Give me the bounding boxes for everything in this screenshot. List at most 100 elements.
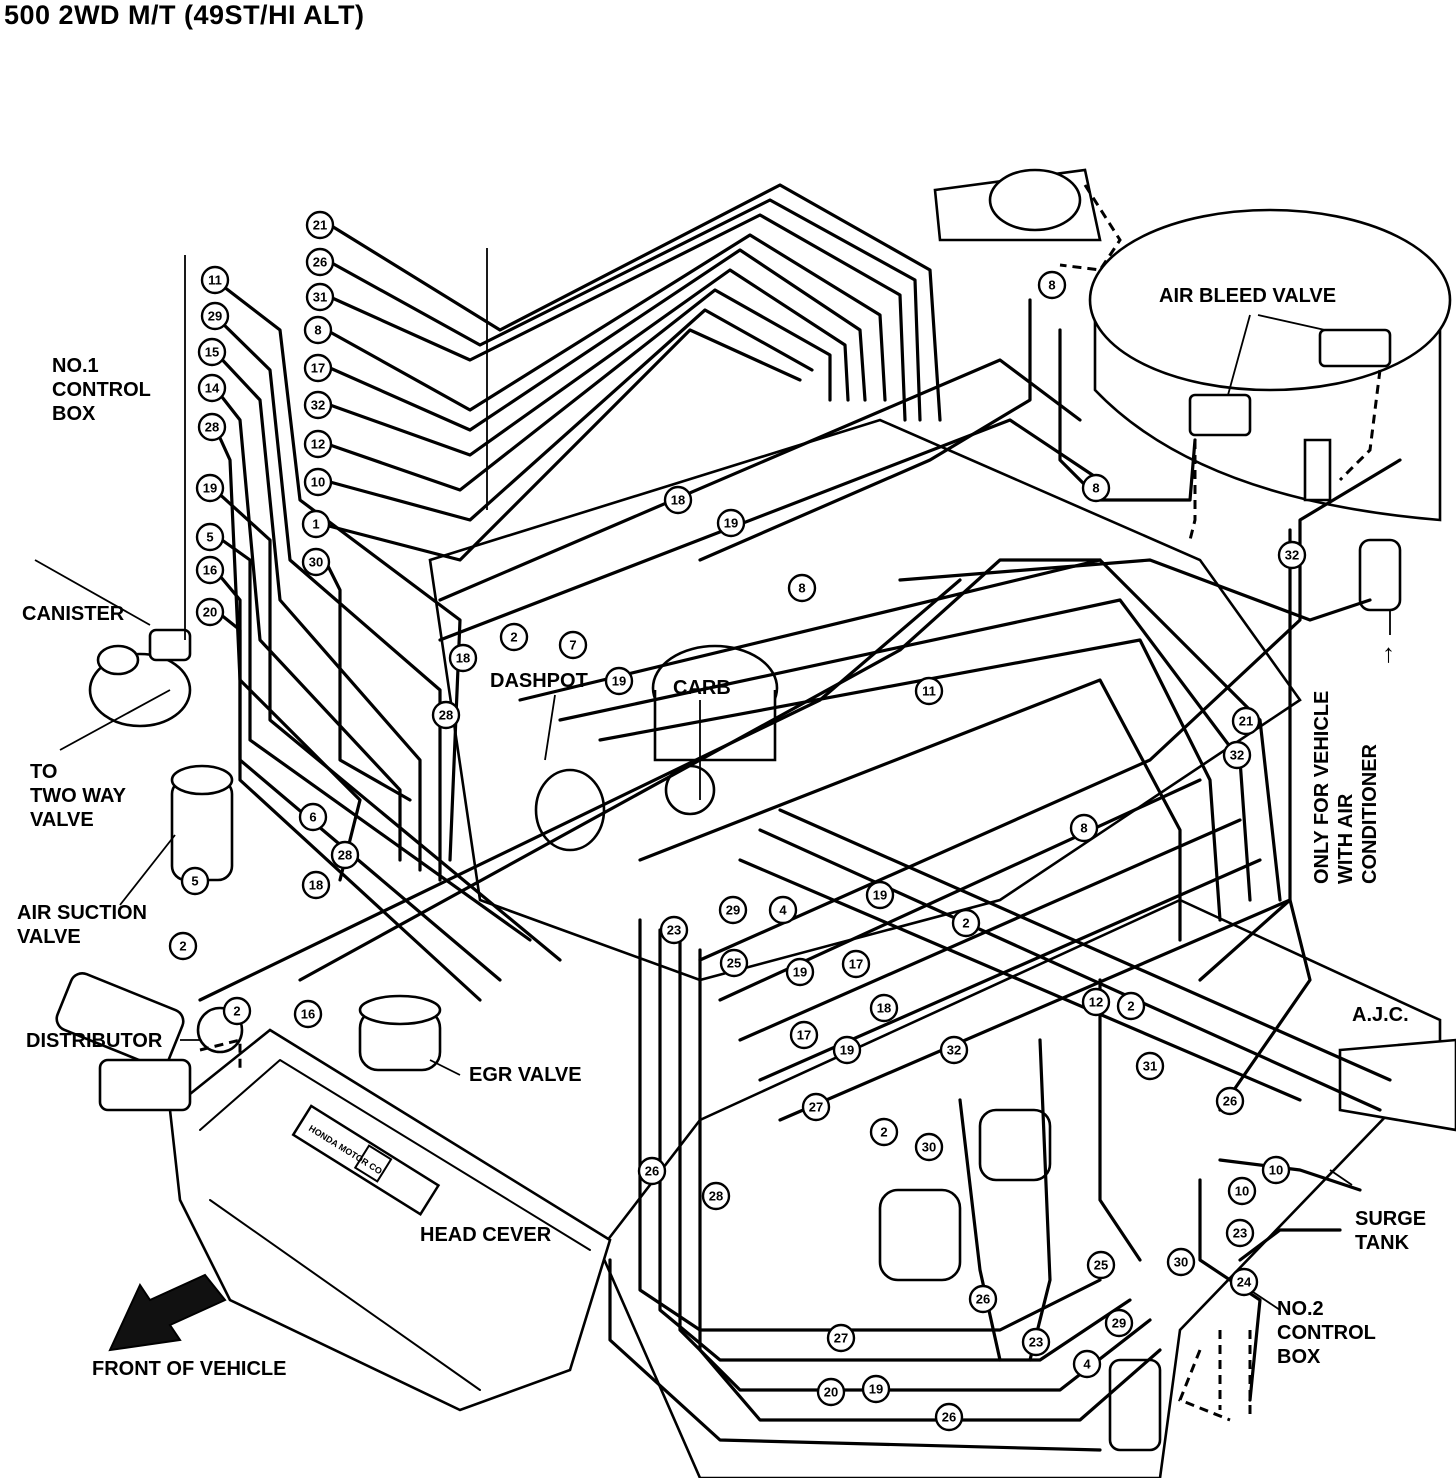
- callout-27: 27: [801, 1092, 831, 1122]
- callout-17: 17: [841, 949, 871, 979]
- callout-29: 29: [718, 895, 748, 925]
- svg-text:8: 8: [314, 323, 321, 338]
- callout-21: 21: [305, 210, 335, 240]
- callout-26: 26: [637, 1156, 667, 1186]
- svg-text:2: 2: [510, 630, 517, 645]
- callout-1: 1: [301, 509, 331, 539]
- callout-18: 18: [663, 485, 693, 515]
- callout-21: 21: [1231, 706, 1261, 736]
- svg-text:23: 23: [1233, 1226, 1247, 1241]
- label-air-suction-valve: AIR SUCTION VALVE: [17, 902, 147, 948]
- svg-text:19: 19: [873, 888, 887, 903]
- svg-text:10: 10: [1269, 1163, 1283, 1178]
- callout-23: 23: [1225, 1218, 1255, 1248]
- label-front-of-vehicle: FRONT OF VEHICLE: [92, 1358, 287, 1380]
- svg-text:19: 19: [869, 1382, 883, 1397]
- svg-text:8: 8: [1080, 821, 1087, 836]
- svg-text:28: 28: [338, 848, 352, 863]
- callout-25: 25: [719, 948, 749, 978]
- callout-27: 27: [826, 1323, 856, 1353]
- svg-text:4: 4: [779, 903, 787, 918]
- air-cleaner-housing: [933, 168, 1452, 522]
- callout-2: 2: [1116, 991, 1146, 1021]
- callout-8: 8: [1069, 813, 1099, 843]
- callout-16: 16: [195, 555, 225, 585]
- label-ajc: A.J.C.: [1352, 1004, 1409, 1026]
- label-to-two-way-valve: TO TWO WAY VALVE: [30, 761, 126, 831]
- svg-text:26: 26: [1223, 1094, 1237, 1109]
- svg-text:6: 6: [309, 810, 316, 825]
- callout-18: 18: [448, 643, 478, 673]
- svg-text:11: 11: [208, 273, 222, 288]
- callout-19: 19: [785, 957, 815, 987]
- label-head-cover: HEAD CEVER: [420, 1224, 552, 1246]
- svg-text:24: 24: [1237, 1275, 1252, 1290]
- callout-2: 2: [869, 1117, 899, 1147]
- ajc-part: [1338, 1038, 1456, 1132]
- callout-23: 23: [659, 915, 689, 945]
- svg-text:17: 17: [849, 957, 863, 972]
- callout-20: 20: [195, 597, 225, 627]
- callout-32: 32: [1222, 740, 1252, 770]
- callout-31: 31: [1135, 1051, 1165, 1081]
- callout-6: 6: [298, 802, 328, 832]
- svg-text:4: 4: [1083, 1357, 1091, 1372]
- label-air-bleed-valve: AIR BLEED VALVE: [1159, 285, 1337, 307]
- diagram-title: 500 2WD M/T (49ST/HI ALT): [4, 0, 365, 30]
- callout-19: 19: [604, 666, 634, 696]
- callout-12: 12: [1081, 987, 1111, 1017]
- callout-4: 4: [1072, 1349, 1102, 1379]
- callout-11: 11: [200, 265, 230, 295]
- callout-23: 23: [1021, 1327, 1051, 1357]
- svg-text:28: 28: [709, 1189, 723, 1204]
- svg-text:27: 27: [834, 1331, 848, 1346]
- callout-15: 15: [197, 337, 227, 367]
- svg-text:32: 32: [311, 398, 325, 413]
- svg-text:8: 8: [1048, 278, 1055, 293]
- svg-text:10: 10: [311, 475, 325, 490]
- svg-text:27: 27: [809, 1100, 823, 1115]
- svg-text:31: 31: [1143, 1059, 1157, 1074]
- callout-12: 12: [303, 429, 333, 459]
- svg-text:18: 18: [309, 878, 323, 893]
- svg-text:16: 16: [203, 563, 217, 578]
- callout-28: 28: [330, 840, 360, 870]
- svg-text:19: 19: [203, 481, 217, 496]
- callout-26: 26: [1215, 1086, 1245, 1116]
- svg-text:18: 18: [671, 493, 685, 508]
- svg-text:16: 16: [301, 1007, 315, 1022]
- callout-20: 20: [816, 1377, 846, 1407]
- callout-16: 16: [293, 999, 323, 1029]
- callout-8: 8: [1037, 270, 1067, 300]
- callout-18: 18: [869, 993, 899, 1023]
- callout-4: 4: [768, 895, 798, 925]
- callout-28: 28: [197, 412, 227, 442]
- callout-2: 2: [222, 996, 252, 1026]
- dashed-hoses: [199, 184, 1382, 1422]
- callout-30: 30: [1166, 1247, 1196, 1277]
- callout-26: 26: [968, 1284, 998, 1314]
- callout-25: 25: [1086, 1250, 1116, 1280]
- svg-text:30: 30: [922, 1140, 936, 1155]
- callout-2: 2: [499, 622, 529, 652]
- svg-text:5: 5: [206, 530, 213, 545]
- callout-10: 10: [1227, 1176, 1257, 1206]
- callout-19: 19: [716, 508, 746, 538]
- svg-text:19: 19: [793, 965, 807, 980]
- svg-text:2: 2: [1127, 999, 1134, 1014]
- head-cover: HONDA MOTOR CO.: [168, 1028, 612, 1412]
- svg-text:25: 25: [727, 956, 741, 971]
- label-canister: CANISTER: [22, 603, 125, 625]
- svg-text:10: 10: [1235, 1184, 1249, 1199]
- callout-19: 19: [832, 1035, 862, 1065]
- callout-28: 28: [431, 700, 461, 730]
- svg-text:19: 19: [612, 674, 626, 689]
- svg-text:12: 12: [311, 437, 325, 452]
- callout-8: 8: [303, 315, 333, 345]
- svg-text:30: 30: [1174, 1255, 1188, 1270]
- callout-11: 11: [914, 676, 944, 706]
- callout-2: 2: [951, 908, 981, 938]
- svg-text:29: 29: [726, 903, 740, 918]
- canister-part: [88, 628, 192, 728]
